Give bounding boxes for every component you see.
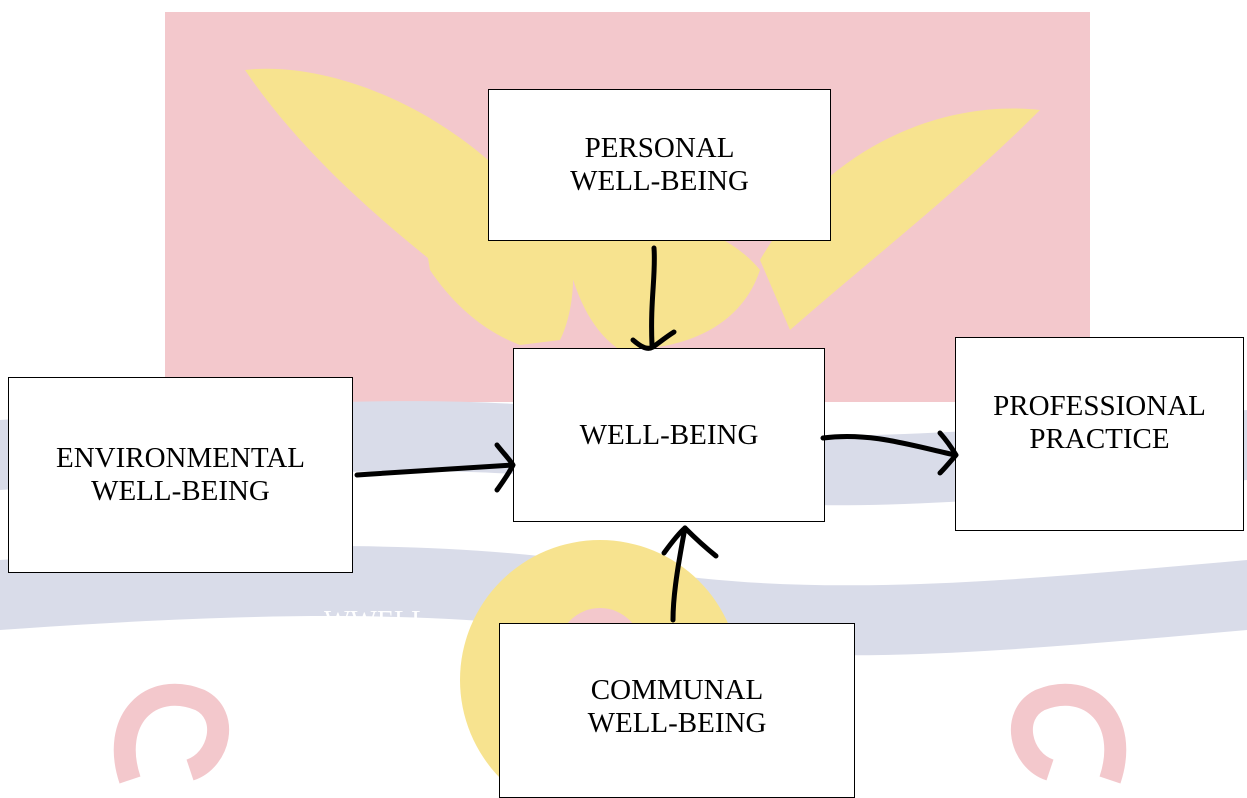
watermark-eagle-body — [560, 212, 760, 350]
central-wellbeing-box: WELL-BEING — [513, 348, 825, 522]
professional-practice-box: PROFESSIONAL PRACTICE — [955, 337, 1244, 531]
environmental-wellbeing-line2: WELL-BEING — [91, 475, 270, 507]
communal-wellbeing-line2: WELL-BEING — [587, 707, 767, 739]
personal-wellbeing-box: PERSONAL WELL-BEING — [488, 89, 831, 241]
environmental-wellbeing-line1: ENVIRONMENTAL — [56, 442, 305, 474]
professional-practice-line2: PRACTICE — [1029, 423, 1170, 455]
watermark-left-scroll — [113, 683, 229, 784]
personal-wellbeing-line1: PERSONAL — [584, 132, 735, 164]
watermark-right-scroll — [1011, 683, 1127, 784]
central-wellbeing-label: WELL-BEING — [579, 418, 759, 451]
stray-text: WWELL — [324, 606, 429, 637]
communal-wellbeing-box: COMMUNAL WELL-BEING — [499, 623, 855, 798]
professional-practice-line1: PROFESSIONAL — [993, 390, 1206, 422]
personal-wellbeing-line2: WELL-BEING — [570, 165, 749, 197]
communal-wellbeing-line1: COMMUNAL — [590, 674, 764, 706]
watermark-eagle-wing-right — [760, 108, 1040, 331]
environmental-wellbeing-box: ENVIRONMENTAL WELL-BEING — [8, 377, 353, 573]
